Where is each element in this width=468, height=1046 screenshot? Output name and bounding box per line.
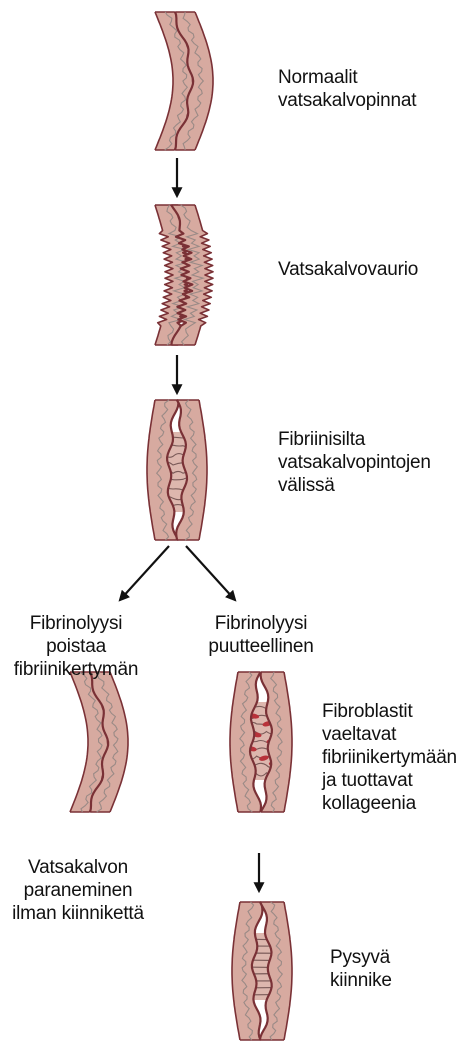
label-fibrinolysis-removes: Fibrinolyysi poistaa fibriinikertymän [0,612,152,681]
arrow-bridge-to-resolution [120,546,169,600]
label-normal-surfaces: Normaalit vatsakalvopinnat [278,66,416,112]
label-peritoneal-injury: Vatsakalvovaurio [278,258,418,281]
label-fibrinolysis-insufficient: Fibrinolyysi puutteellinen [196,612,326,658]
label-healing-without-adhesion: Vatsakalvon paraneminen ilman kiinnikett… [0,856,156,925]
arrow-bridge-to-fibrosis [186,546,235,600]
label-fibrin-bridge: Fibriinisilta vatsakalvopintojen välissä [278,428,431,497]
label-fibroblasts: Fibroblastit vaeltavat fibriinikertymään… [322,700,457,815]
label-permanent-adhesion: Pysyvä kiinnike [330,946,392,992]
